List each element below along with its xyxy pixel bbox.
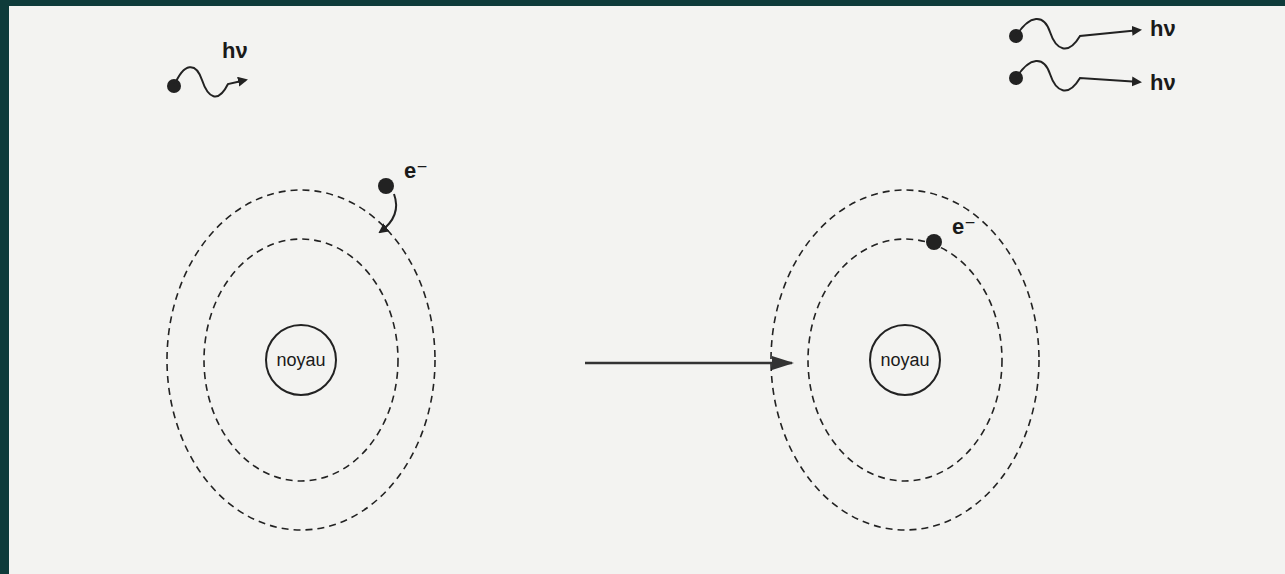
nucleus-label: noyau [276,350,325,371]
electron-label: e⁻ [404,160,428,182]
photon-label: hν [1150,72,1176,94]
nucleus-label: noyau [880,350,929,371]
photon-label: hν [1150,18,1176,40]
photon-label: hν [222,40,248,62]
electron-label: e⁻ [952,216,976,238]
page-border [0,0,1285,6]
nucleus-circle: noyau [869,324,941,396]
nucleus-circle: noyau [265,324,337,396]
page-border [0,0,9,574]
